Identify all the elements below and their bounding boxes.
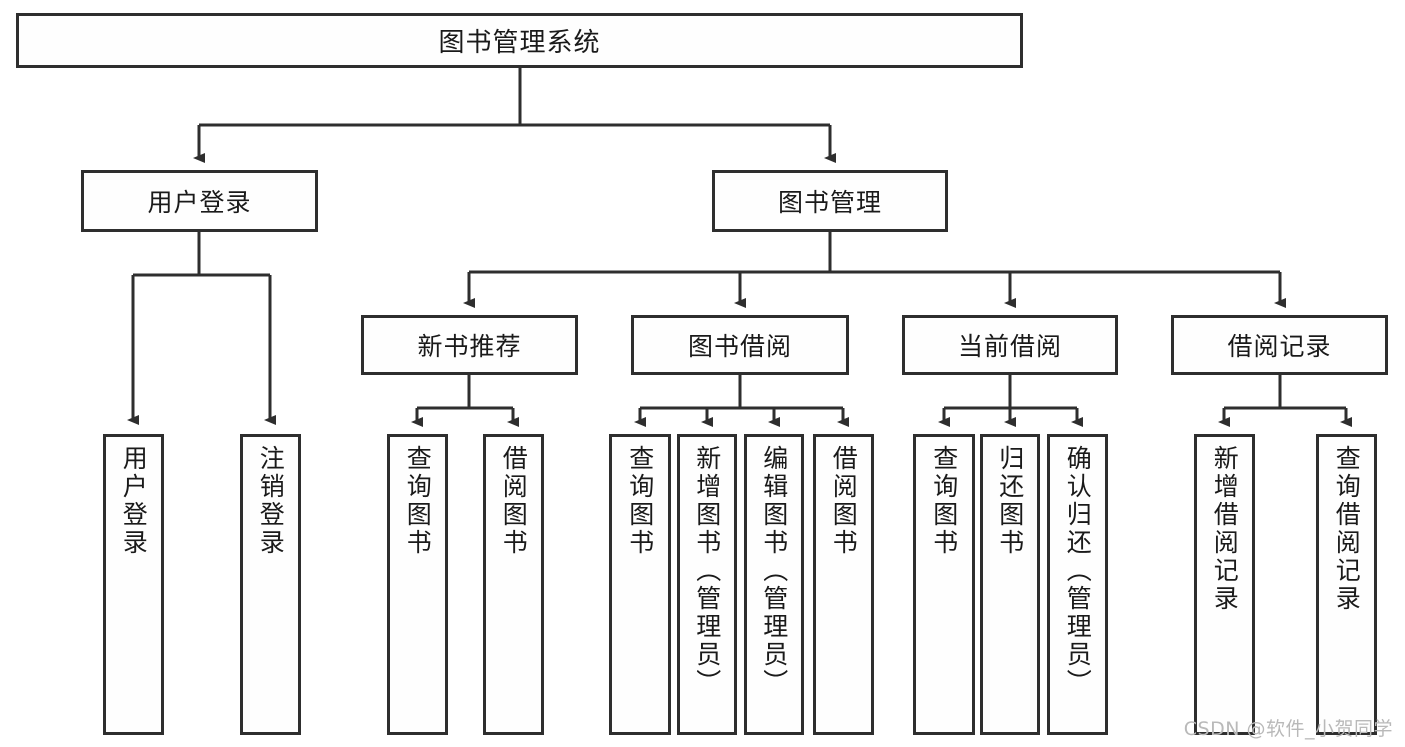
node-label: 借阅图书 bbox=[499, 445, 529, 557]
leaf-current-confirm-return-admin[interactable]: 确认归还（管理员） bbox=[1047, 434, 1108, 735]
node-label: 用户登录 bbox=[119, 445, 149, 557]
node-label: 归还图书 bbox=[995, 445, 1025, 557]
node-label: 查询借阅记录 bbox=[1332, 445, 1362, 613]
node-label: 借阅记录 bbox=[1227, 332, 1332, 361]
node-book-borrow[interactable]: 图书借阅 bbox=[631, 315, 849, 375]
node-label: 注销登录 bbox=[256, 445, 286, 557]
leaf-new-book-query[interactable]: 查询图书 bbox=[387, 434, 448, 735]
node-label: 图书借阅 bbox=[687, 332, 792, 361]
node-label: 新书推荐 bbox=[417, 332, 522, 361]
leaf-current-return-book[interactable]: 归还图书 bbox=[980, 434, 1040, 735]
node-new-book-recommend[interactable]: 新书推荐 bbox=[361, 315, 578, 375]
node-user-login[interactable]: 用户登录 bbox=[81, 170, 318, 232]
leaf-new-book-borrow[interactable]: 借阅图书 bbox=[483, 434, 544, 735]
node-label: 借阅图书 bbox=[829, 445, 859, 557]
leaf-record-add[interactable]: 新增借阅记录 bbox=[1194, 434, 1255, 735]
leaf-current-query-book[interactable]: 查询图书 bbox=[913, 434, 975, 735]
node-label: 查询图书 bbox=[929, 445, 959, 557]
node-borrow-record[interactable]: 借阅记录 bbox=[1171, 315, 1388, 375]
leaf-borrow-add-book-admin[interactable]: 新增图书（管理员） bbox=[677, 434, 737, 735]
node-label: 查询图书 bbox=[625, 445, 655, 557]
node-label: 确认归还（管理员） bbox=[1063, 445, 1093, 697]
node-label: 图书管理系统 bbox=[438, 28, 601, 58]
leaf-borrow-borrow-book[interactable]: 借阅图书 bbox=[813, 434, 874, 735]
node-label: 用户登录 bbox=[147, 188, 252, 217]
node-root-system[interactable]: 图书管理系统 bbox=[16, 13, 1023, 68]
leaf-record-query[interactable]: 查询借阅记录 bbox=[1316, 434, 1377, 735]
leaf-borrow-query-book[interactable]: 查询图书 bbox=[609, 434, 671, 735]
leaf-borrow-edit-book-admin[interactable]: 编辑图书（管理员） bbox=[744, 434, 804, 735]
node-book-management[interactable]: 图书管理 bbox=[712, 170, 948, 232]
node-label: 图书管理 bbox=[777, 188, 882, 217]
node-label: 新增借阅记录 bbox=[1210, 445, 1240, 613]
leaf-user-login-signout[interactable]: 注销登录 bbox=[240, 434, 301, 735]
node-current-borrow[interactable]: 当前借阅 bbox=[902, 315, 1118, 375]
node-label: 查询图书 bbox=[403, 445, 433, 557]
leaf-user-login-signin[interactable]: 用户登录 bbox=[103, 434, 164, 735]
node-label: 编辑图书（管理员） bbox=[759, 445, 789, 697]
node-label: 新增图书（管理员） bbox=[692, 445, 722, 697]
node-label: 当前借阅 bbox=[957, 332, 1062, 361]
watermark-text: CSDN @软件_小贺同学 bbox=[1183, 718, 1393, 740]
